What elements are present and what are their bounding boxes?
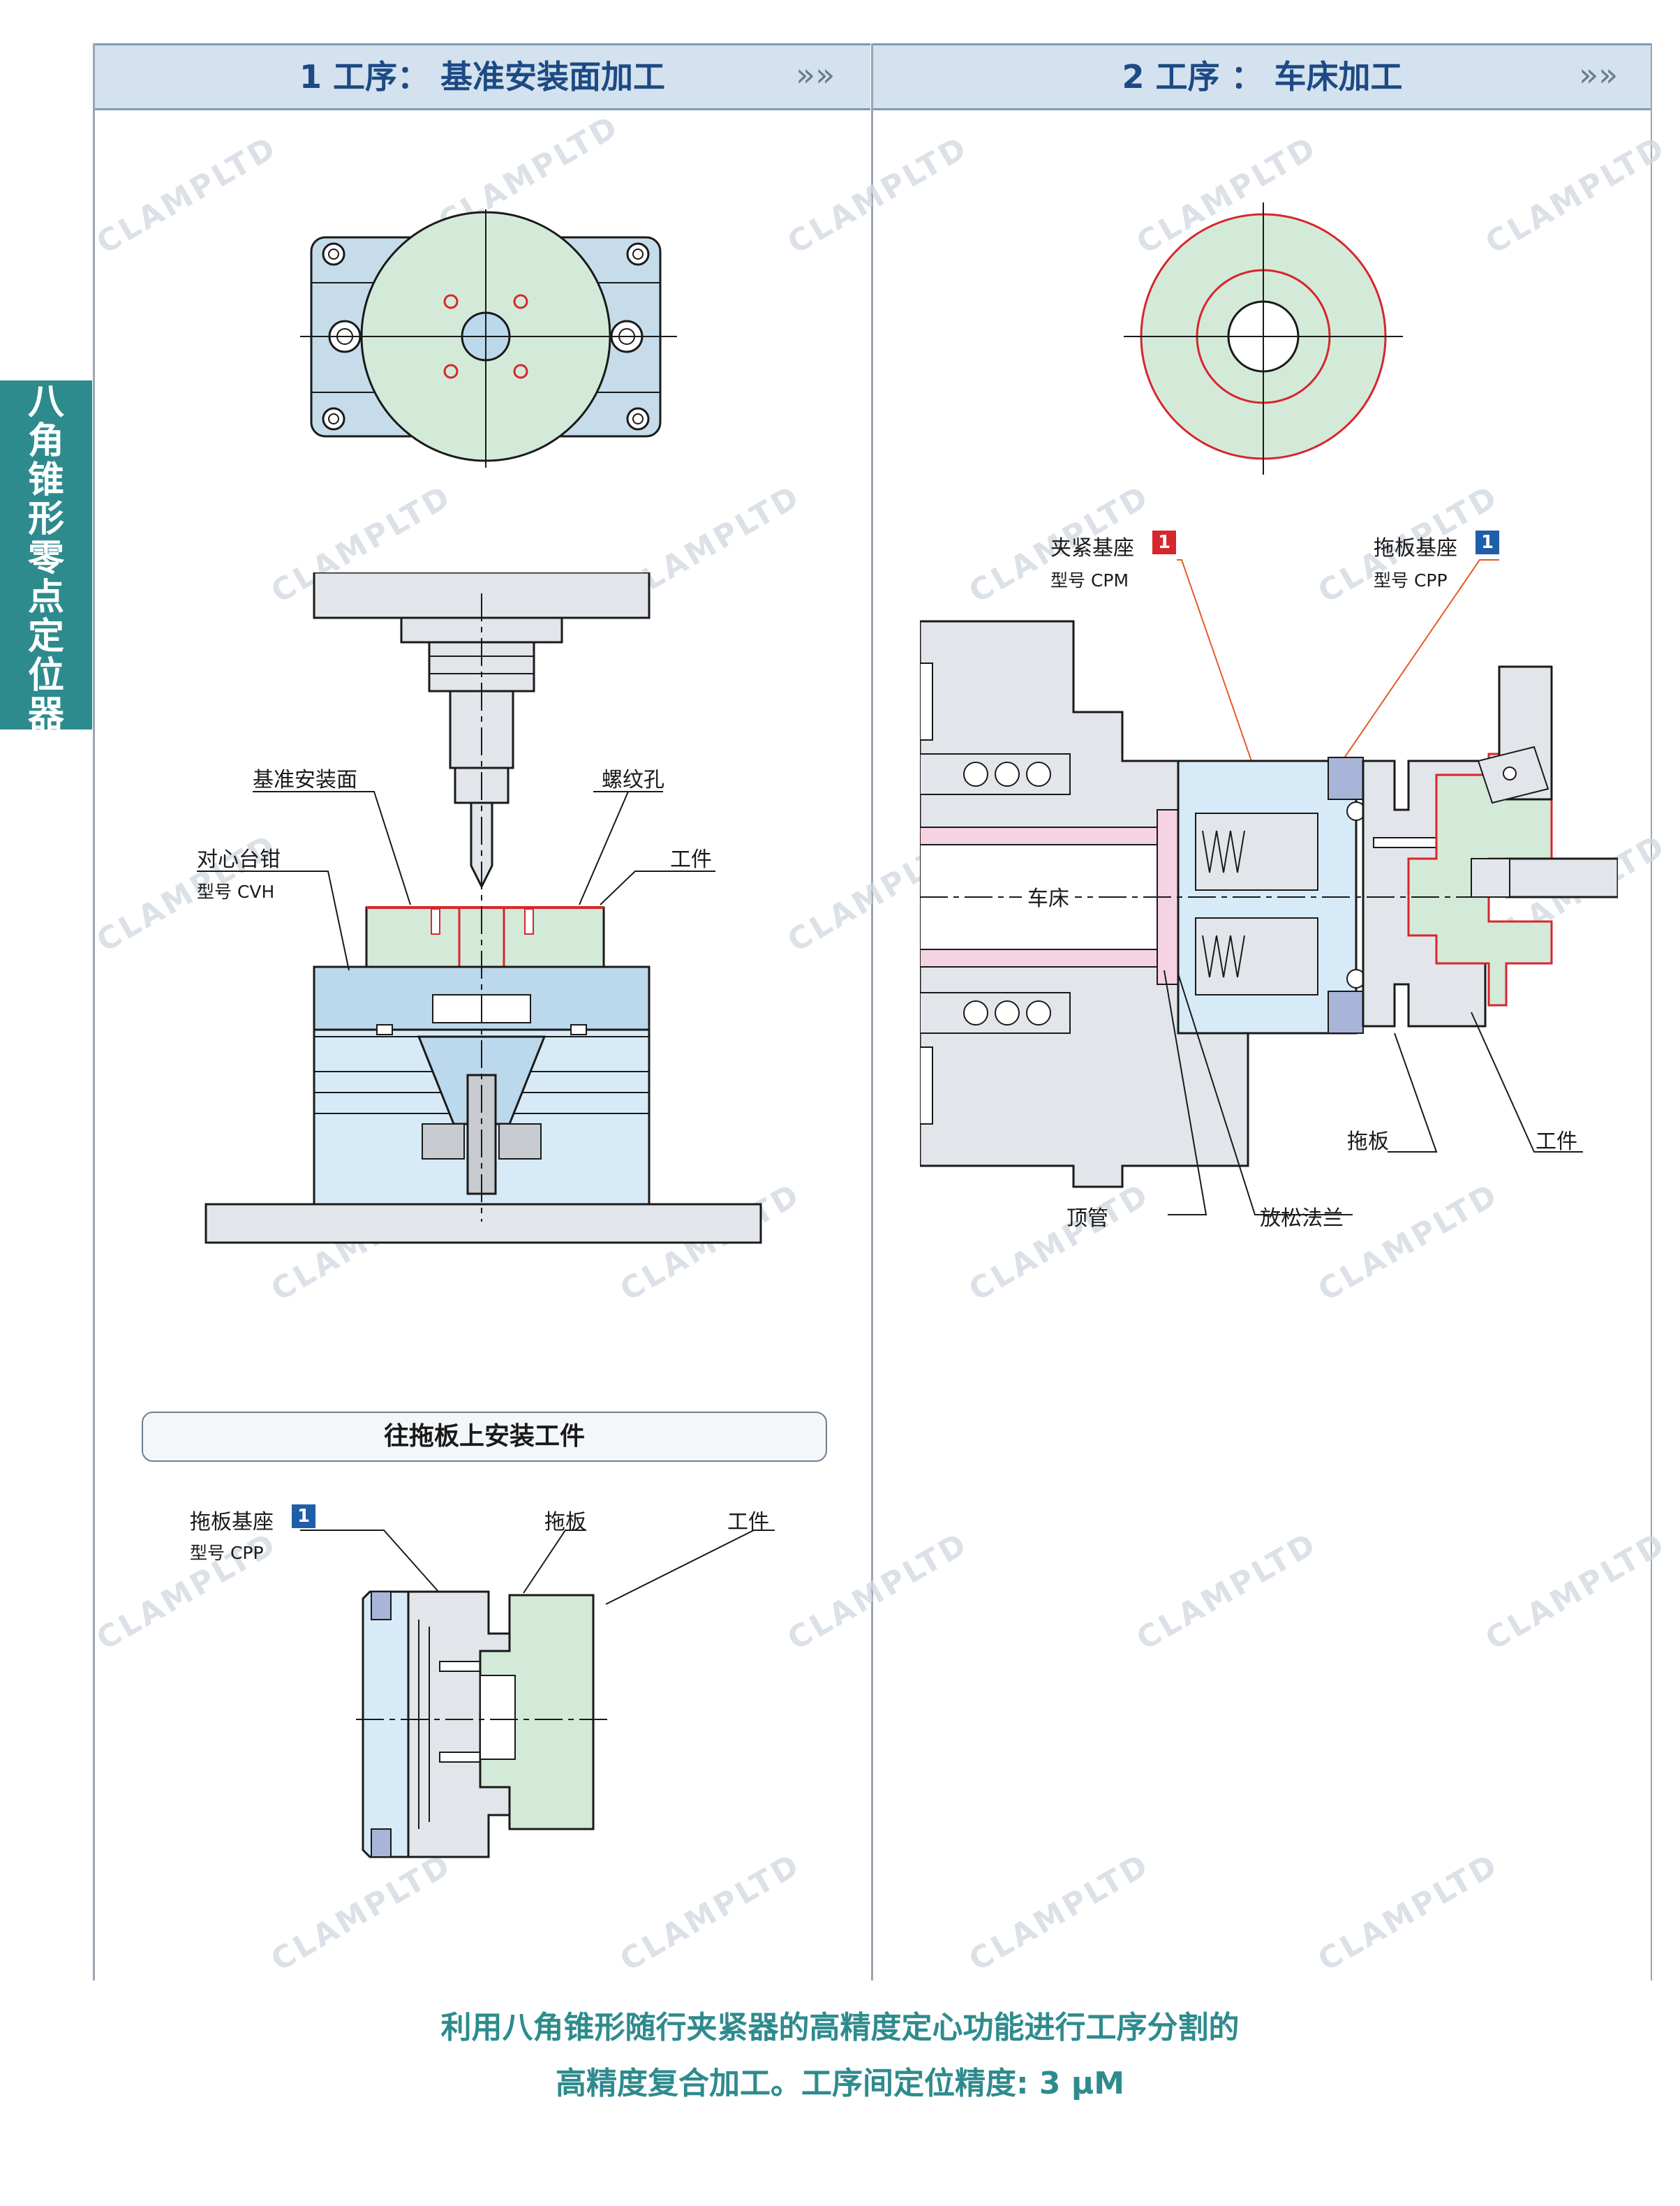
ring-top-view <box>1124 202 1403 475</box>
workpiece-top-view <box>300 209 677 468</box>
label-base-face: 基准安装面 <box>253 768 357 792</box>
watermark: CLAMPLTD <box>91 129 284 262</box>
caption-line2: 高精度复合加工。工序间定位精度: 3 μM <box>555 2066 1124 2101</box>
label-thread-hole: 螺纹孔 <box>602 768 664 792</box>
watermark: CLAMPLTD <box>963 1846 1157 1979</box>
label-vise-model: 型号 CVH <box>197 882 275 902</box>
label-pallet-model: 型号 CPP <box>190 1543 264 1563</box>
watermark: CLAMPLTD <box>1480 1525 1673 1658</box>
label-vise: 对心台钳 <box>197 847 281 872</box>
pallet-mount-diagram <box>300 1530 775 1858</box>
watermark: CLAMPLTD <box>1312 1846 1506 1979</box>
watermark: CLAMPLTD <box>782 129 975 262</box>
watermark: CLAMPLTD <box>782 1525 975 1658</box>
panel-border-right <box>1651 43 1652 1981</box>
watermark: CLAMPLTD <box>1480 129 1673 262</box>
sidebar-title: 八角锥形零点定位器 <box>27 381 64 736</box>
lathe-diagram <box>920 559 1618 1215</box>
badge-pallet-right: 1 <box>1475 531 1499 554</box>
leader-lines-left <box>197 791 715 971</box>
chevron-right-icon: »» <box>796 56 835 94</box>
label-pallet-seat-right: 拖板基座 <box>1374 536 1457 561</box>
label-workpiece: 工件 <box>670 847 712 872</box>
label-release-flange: 放松法兰 <box>1260 1206 1344 1231</box>
label-push-tube: 顶管 <box>1066 1206 1108 1231</box>
sidebar-tab <box>0 380 92 730</box>
chevron-right-icon: »» <box>1579 56 1619 94</box>
header-step2: 2 工序 ： 车床加工 <box>873 43 1651 110</box>
label-workpiece-right: 工件 <box>1536 1130 1577 1154</box>
label-clamp-model: 型号 CPM <box>1050 570 1129 591</box>
header-step1-title: 1 工序： 基准安装面加工 <box>299 58 666 96</box>
label-pallet-model-right: 型号 CPP <box>1374 570 1448 591</box>
panel-border-left <box>93 43 95 1981</box>
caption-line1: 利用八角锥形随行夹紧器的高精度定心功能进行工序分割的 <box>440 2010 1240 2045</box>
header-step1: 1 工序： 基准安装面加工 <box>94 43 870 110</box>
badge-clamp: 1 <box>1152 531 1176 554</box>
mount-section-title: 往拖板上安装工件 <box>142 1412 827 1462</box>
label-pallet-seat: 拖板基座 <box>190 1510 274 1534</box>
vise-machining-diagram <box>205 572 762 1244</box>
label-clamp-seat: 夹紧基座 <box>1050 536 1134 561</box>
label-pallet-right: 拖板 <box>1347 1130 1389 1154</box>
label-lathe: 车床 <box>1022 881 1075 912</box>
panel-divider <box>871 43 873 1981</box>
badge-pallet: 1 <box>292 1504 315 1528</box>
header-step2-title: 2 工序 ： 车床加工 <box>1122 58 1403 96</box>
watermark: CLAMPLTD <box>1131 1525 1324 1658</box>
